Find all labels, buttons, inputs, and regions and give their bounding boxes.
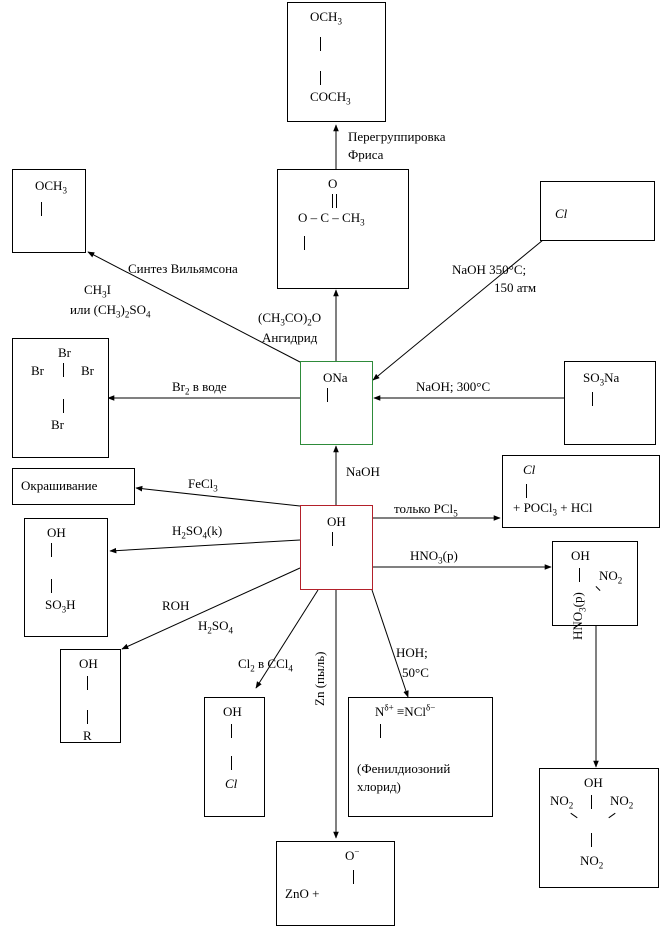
edge-label-roh: ROH H2SO4: [162, 598, 234, 636]
edge-label-h2so4: H2SO4(k): [172, 523, 223, 541]
arrow-williamson: [87, 251, 301, 363]
label: ONa: [323, 370, 348, 385]
label: NO2: [599, 568, 623, 586]
arrow-fecl3: [135, 485, 301, 507]
label: Br: [31, 363, 44, 378]
node-chlorobenzene: Cl: [540, 181, 655, 241]
node-phenol: OH: [300, 505, 373, 590]
label: NO2: [550, 793, 574, 811]
label: COCH3: [310, 89, 351, 107]
label: Nδ+ ≡NClδ−: [375, 702, 436, 719]
label: Cl: [555, 206, 568, 221]
label: OH: [79, 656, 98, 671]
label: OCH3: [310, 9, 342, 27]
edge-label-hoh: HOH;50°C: [396, 645, 429, 680]
label: OH: [327, 514, 346, 529]
label: OH: [571, 548, 590, 563]
arrow-roh: [121, 567, 301, 650]
label: OH: [584, 775, 603, 790]
node-alkylphenol: OH R: [60, 649, 121, 743]
label: OH: [47, 525, 66, 540]
node-chloro-product: Cl + POCl3 + HCl: [502, 455, 660, 528]
label: Br: [81, 363, 94, 378]
edge-label-zinc-dust: Zn (пыль): [312, 651, 327, 706]
label: Br: [58, 345, 71, 360]
node-anisole: OCH3: [12, 169, 86, 253]
edge-label-fecl3: FeCl3: [188, 476, 218, 494]
edge-label-williamson: Синтез Вильямсона: [128, 261, 238, 276]
label: O−: [345, 846, 360, 863]
edge-label-hno3-dilute: HNO3(p): [410, 548, 458, 566]
label: O – C – CH3: [298, 210, 365, 228]
edge-label-bromination: Br2 в воде: [172, 379, 227, 397]
label: Br: [51, 417, 64, 432]
arrow-hoh: [371, 589, 409, 698]
label: Окрашивание: [21, 478, 98, 493]
node-zinc-product: O− ZnO +: [276, 841, 395, 926]
edge-label-anhydride: (CH3CO)2O Ангидрид: [258, 310, 322, 345]
label: NO2: [610, 793, 634, 811]
label: OCH3: [35, 178, 67, 196]
node-trinitrophenol: OH NO2 NO2 NO2: [539, 768, 659, 888]
label: SO3Na: [583, 370, 620, 388]
label: ZnO +: [285, 886, 320, 901]
label: OH: [223, 704, 242, 719]
arrow-h2so4: [109, 539, 301, 554]
edge-label-pcl5: только PCl5: [394, 501, 458, 519]
label: SO3H: [45, 597, 76, 615]
label: NO2: [580, 853, 604, 871]
node-acetylphenol: OCH3 COCH3: [287, 2, 386, 122]
edge-label-cl2-ccl4: Cl2 в CCl4: [238, 656, 293, 674]
node-chlorophenol: OH Cl: [204, 697, 265, 817]
edge-label-hno3-second: HNO3(p): [570, 592, 588, 640]
edge-label-naoh: NaOH: [346, 464, 380, 479]
arrow-cl2-ccl4: [255, 589, 319, 689]
label: R: [83, 728, 92, 743]
node-sodium-sulfonate: SO3Na: [564, 361, 656, 445]
label: + POCl3 + HCl: [513, 500, 593, 518]
edge-label-naoh-300: NaOH; 300°C: [416, 379, 491, 394]
label: Cl: [523, 462, 536, 477]
node-coloring: Окрашивание: [12, 468, 135, 505]
label: Cl: [225, 776, 238, 791]
label: O: [328, 176, 338, 191]
node-sulfonic-acid: OH SO3H: [24, 518, 108, 637]
edge-label-naoh-pressure: NaOH 350°C;150 атм: [452, 262, 537, 295]
edge-label-methylating: CH3I или (CH3)2SO4: [70, 282, 151, 320]
node-tribromophenol: Br Br Br Br: [12, 338, 109, 458]
node-nitrophenol: OH NO2: [552, 541, 638, 626]
node-sodium-phenolate: ONa: [300, 361, 373, 445]
node-phenyl-acetate: O O – C – CH3: [277, 169, 409, 289]
arrow-naoh-pressure: [372, 239, 544, 381]
